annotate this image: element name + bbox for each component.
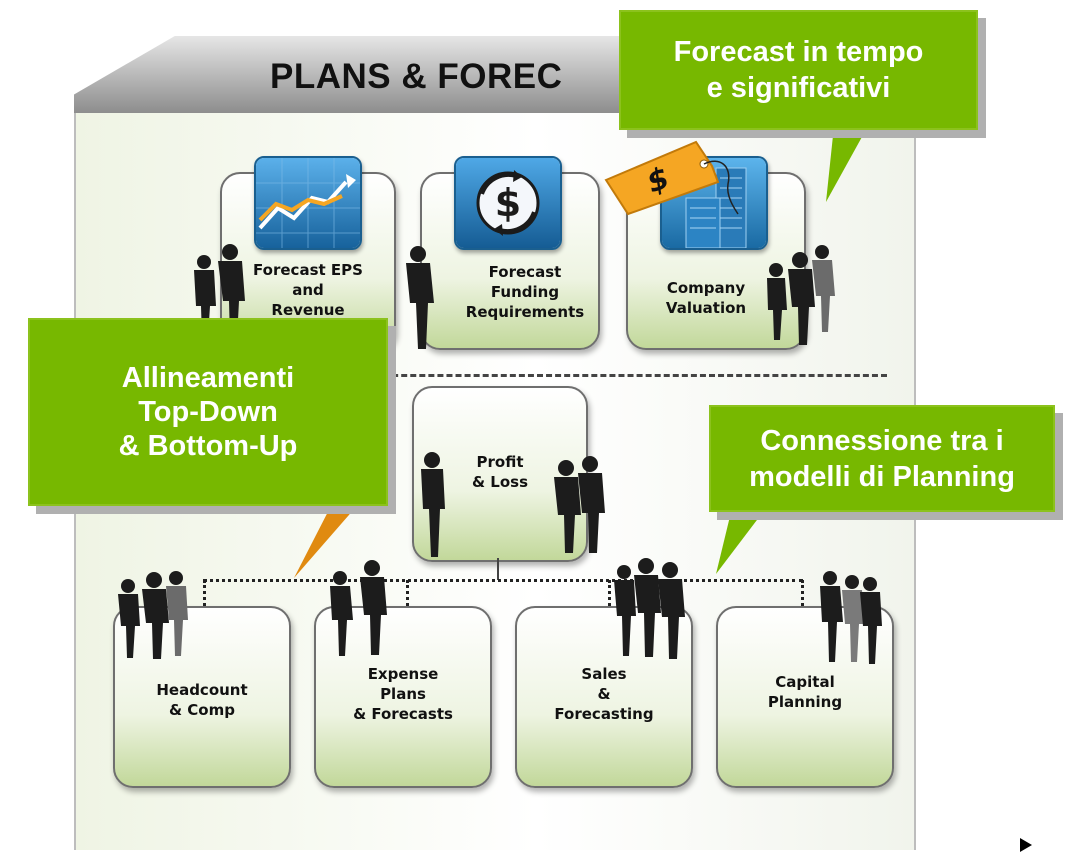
callout-connection: Connessione tra i modelli di Planning bbox=[709, 405, 1055, 512]
box-label: Headcount & Comp bbox=[156, 681, 248, 719]
box-label: Forecast Funding Requirements bbox=[465, 263, 585, 321]
box-capital-planning[interactable]: Capital Planning bbox=[716, 606, 894, 788]
people-icon bbox=[767, 245, 835, 345]
svg-text:$: $ bbox=[495, 181, 521, 225]
callout-pointer bbox=[826, 126, 868, 202]
dashed-separator bbox=[365, 374, 887, 377]
connector-line bbox=[608, 580, 611, 606]
box-sales-forecasting[interactable]: Sales & Forecasting bbox=[515, 606, 693, 788]
callout-alignment: Allineamenti Top-Down & Bottom-Up bbox=[28, 318, 388, 506]
people-icon bbox=[820, 571, 882, 664]
panel-title: PLANS & FOREC bbox=[270, 57, 563, 96]
people-icon bbox=[330, 560, 387, 656]
box-label: Forecast EPS and Revenue bbox=[253, 261, 363, 319]
people-icon bbox=[421, 452, 445, 557]
people-icon bbox=[194, 244, 245, 339]
trend-chart-icon bbox=[254, 156, 362, 250]
connector-line bbox=[497, 558, 499, 580]
people-icon bbox=[118, 571, 188, 659]
people-icon bbox=[614, 558, 685, 659]
connector-line bbox=[203, 580, 206, 606]
connector-line bbox=[203, 579, 803, 582]
box-label: Sales & Forecasting bbox=[554, 665, 654, 723]
box-profit-loss[interactable]: Profit & Loss bbox=[412, 386, 588, 562]
box-headcount[interactable]: Headcount & Comp bbox=[113, 606, 291, 788]
play-arrow-icon[interactable] bbox=[1020, 838, 1032, 852]
box-label: Profit & Loss bbox=[471, 453, 529, 491]
connector-line bbox=[406, 580, 409, 606]
people-icon bbox=[406, 246, 434, 349]
connector-line bbox=[801, 580, 804, 606]
callout-forecast: Forecast in tempo e significativi bbox=[619, 10, 978, 130]
box-label: Expense Plans & Forecasts bbox=[353, 665, 453, 723]
dollar-price-tag-icon: $ bbox=[604, 140, 739, 216]
box-label: Capital Planning bbox=[767, 673, 843, 711]
callout-pointer bbox=[294, 500, 362, 578]
box-label: Company Valuation bbox=[665, 279, 747, 317]
people-icon bbox=[554, 456, 605, 553]
callout-pointer bbox=[716, 508, 766, 574]
dollar-cycle-icon: $ bbox=[454, 156, 562, 250]
